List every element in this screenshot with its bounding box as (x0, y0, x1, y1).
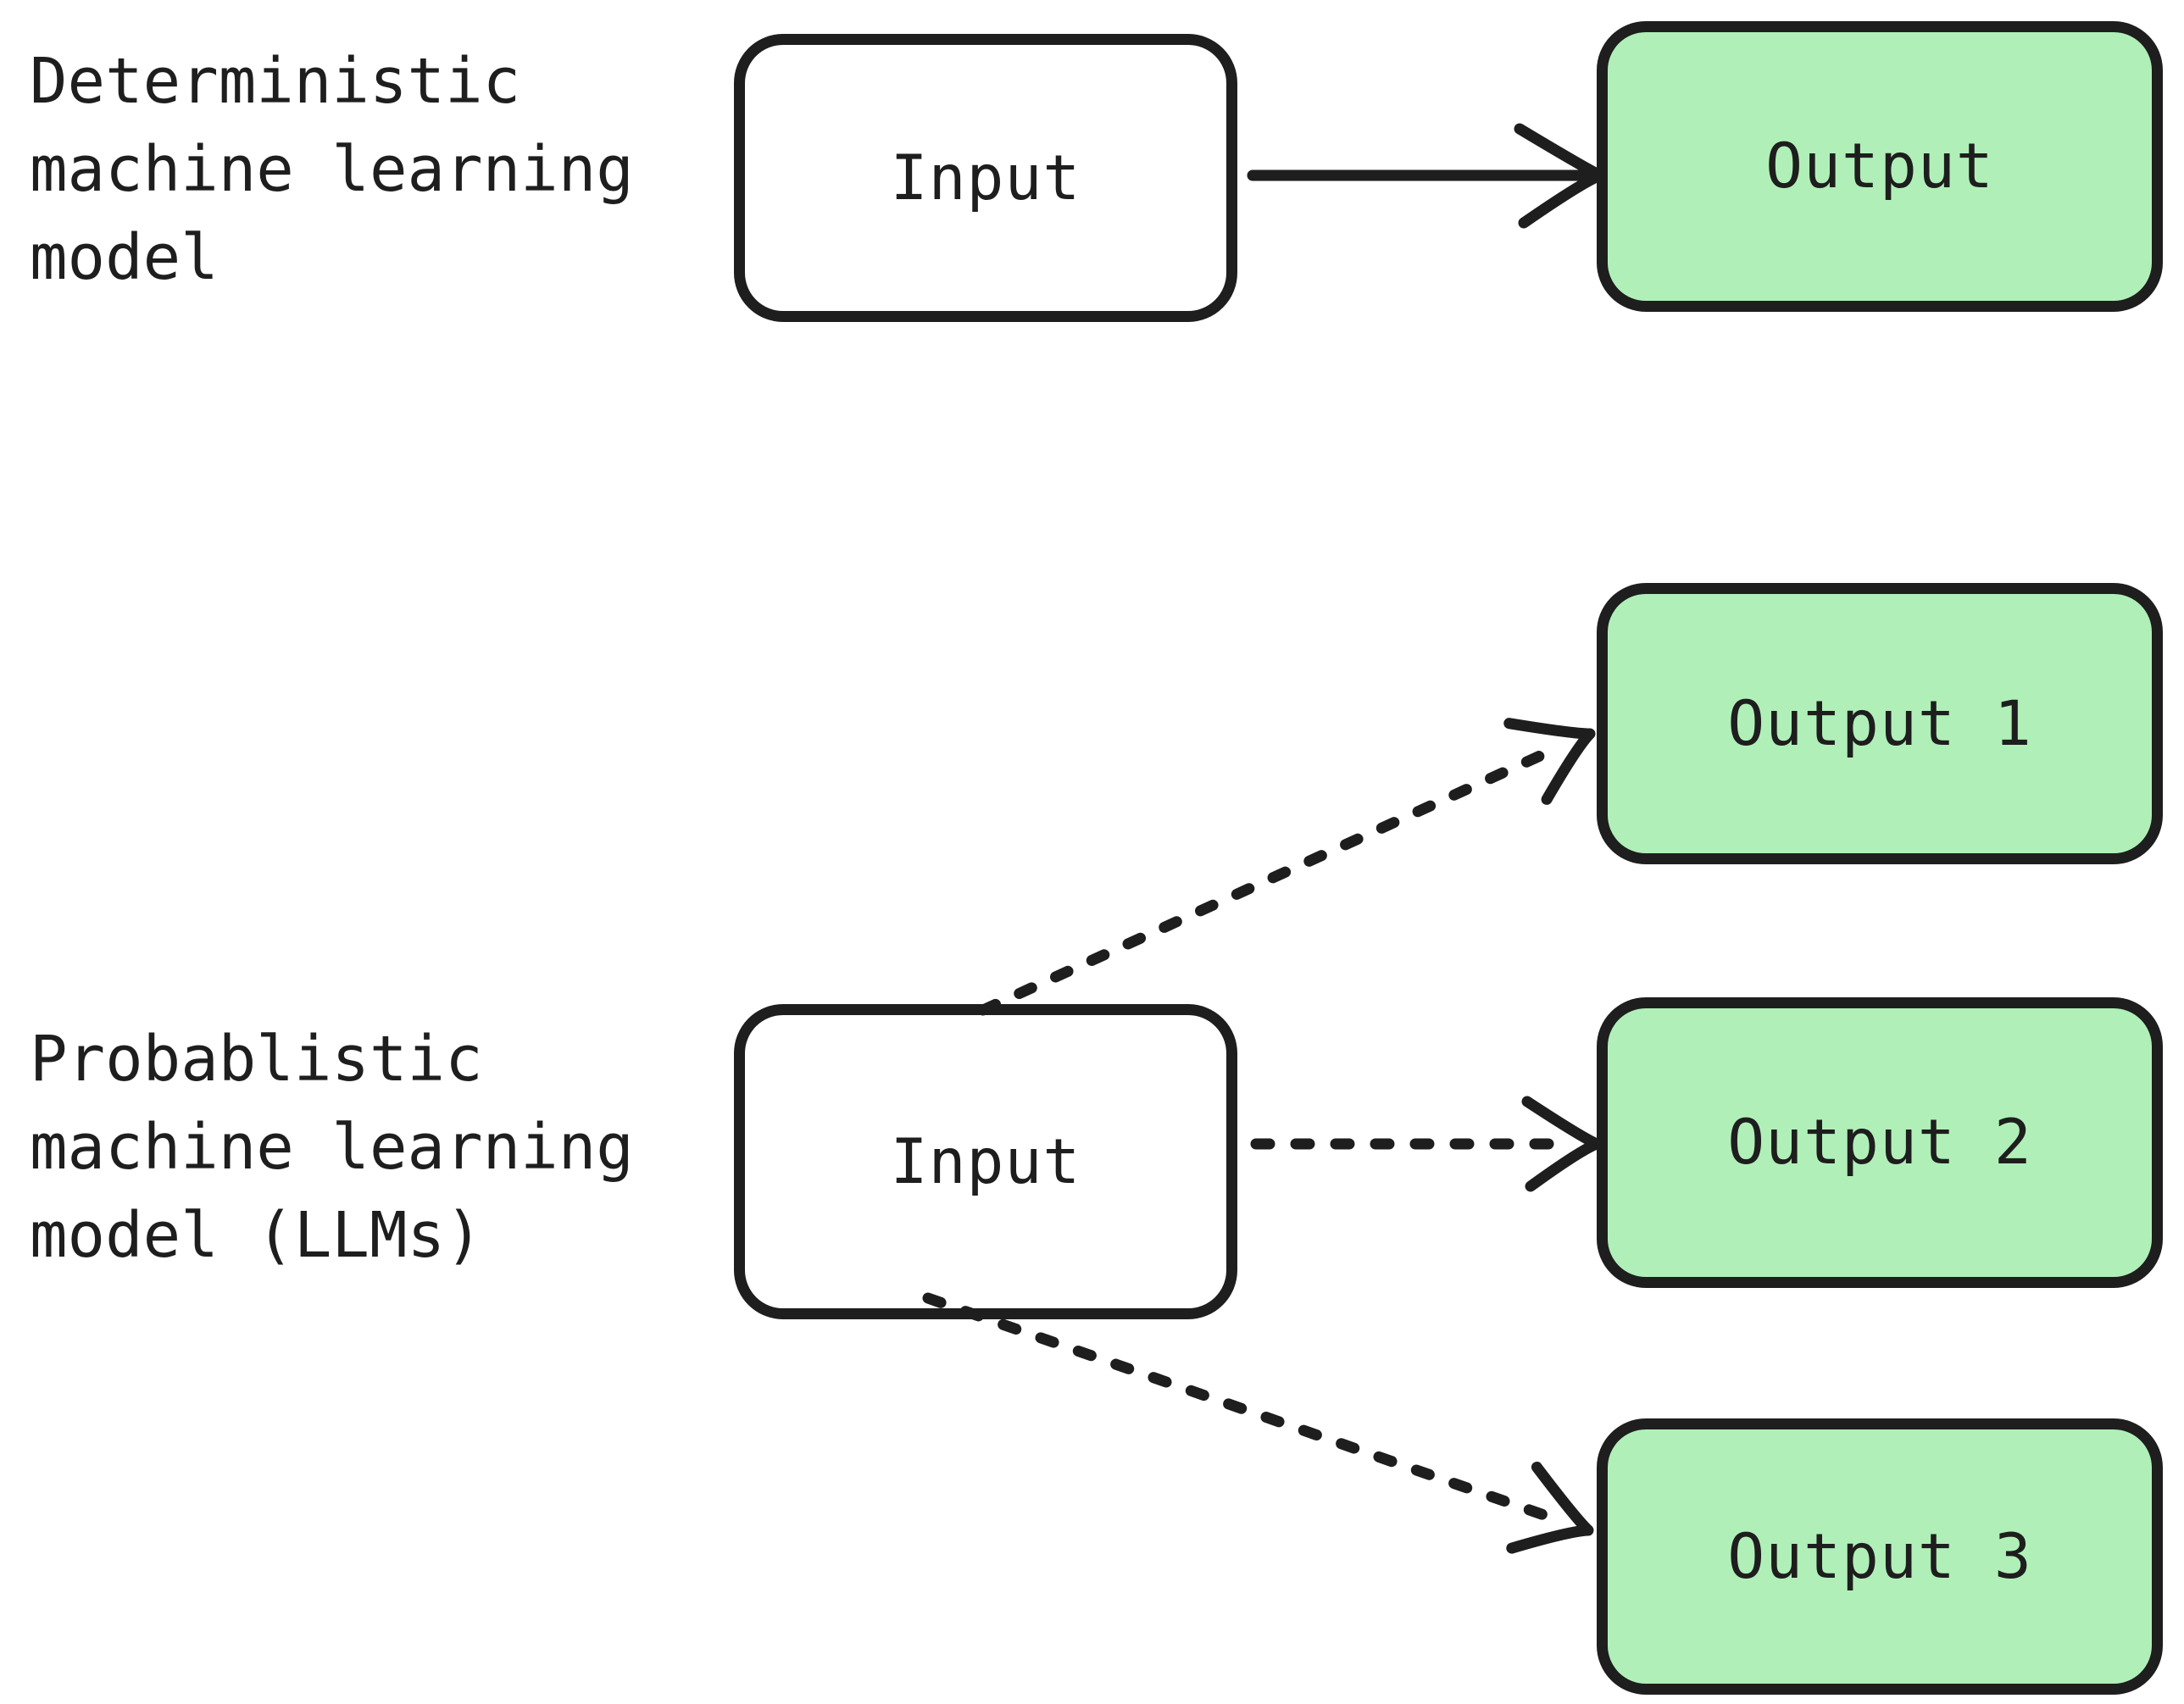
input-box-probablistic-label: Input (890, 1125, 1081, 1198)
arrow-output-3-head (1506, 1461, 1594, 1554)
arrow-output-3-shaft (922, 1292, 1562, 1525)
input-box-deterministic-label: Input (890, 142, 1081, 214)
output-1-box: Output 1 (1597, 583, 2163, 864)
output-3-box-label: Output 3 (1727, 1520, 2032, 1593)
output-2-box: Output 2 (1597, 997, 2163, 1288)
output-box-deterministic-label: Output (1765, 130, 1994, 203)
output-1-box-label: Output 1 (1727, 687, 2032, 760)
arrow-output-1-shaft (977, 741, 1564, 1016)
arrow-deterministic-input-to-output (1247, 123, 1606, 229)
output-2-box-label: Output 2 (1727, 1107, 2032, 1179)
arrow-probablistic-input-to-output-2 (1250, 1096, 1603, 1192)
arrow-probablistic-input-to-output-3 (922, 1292, 1594, 1554)
arrow-deterministic-head (1514, 123, 1606, 229)
label-probablistic-model: Probablistic machine learning model (LLM… (30, 1023, 634, 1272)
label-deterministic-model: Deterministic machine learning model (30, 45, 634, 294)
output-box-deterministic: Output (1597, 21, 2163, 312)
input-box-probablistic: Input (734, 1004, 1237, 1319)
arrow-output-1-head (1503, 718, 1596, 805)
arrow-probablistic-input-to-output-1 (977, 718, 1596, 1016)
input-box-deterministic: Input (734, 34, 1237, 322)
output-3-box: Output 3 (1597, 1418, 2163, 1695)
arrow-output-2-head (1521, 1096, 1603, 1192)
